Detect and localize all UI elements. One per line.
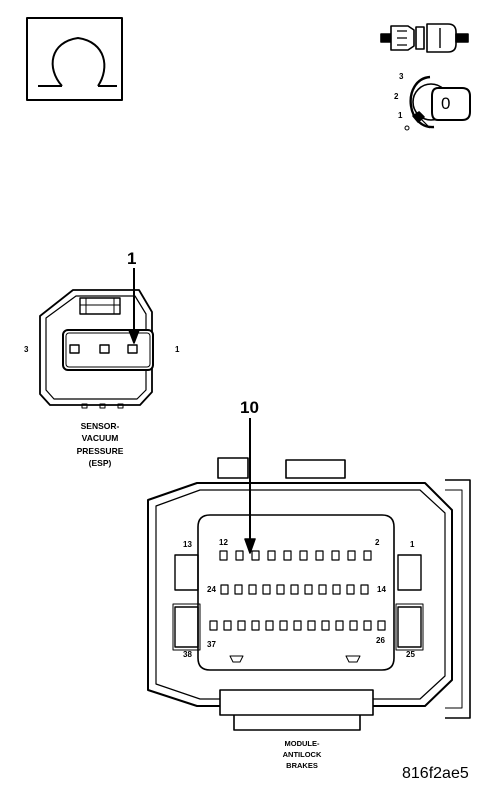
sensor-caption-line: (ESP) xyxy=(88,457,112,468)
sensor-caption: SENSOR- VACUUM PRESSURE (ESP) xyxy=(60,420,140,469)
abs-pin-2: 2 xyxy=(375,538,380,547)
ignition-position-2: 2 xyxy=(394,92,399,101)
abs-callout-arrow xyxy=(244,418,256,554)
abs-pin-row-top xyxy=(219,550,372,561)
ignition-position-3: 3 xyxy=(399,72,404,81)
sensor-caption-line: SENSOR- xyxy=(80,421,120,431)
abs-pin-38: 38 xyxy=(183,650,192,659)
ignition-key-icon xyxy=(404,75,471,131)
abs-pin-37: 37 xyxy=(207,640,216,649)
sensor-callout-arrow xyxy=(128,268,140,344)
abs-callout-number: 10 xyxy=(240,398,259,417)
ignition-position-1: 1 xyxy=(398,111,403,120)
abs-pin-row-bottom xyxy=(209,620,386,631)
ignition-key-position: 0 xyxy=(441,94,451,113)
sensor-pin-right: 1 xyxy=(175,345,180,354)
sensor-vacuum-pressure-connector xyxy=(39,289,154,409)
abs-pin-13: 13 xyxy=(183,540,192,549)
unplug-connector-icon xyxy=(380,23,469,53)
abs-caption-line: BRAKES xyxy=(286,760,318,770)
sensor-pin-left: 3 xyxy=(24,345,29,354)
abs-pin-row-middle xyxy=(220,584,369,595)
abs-pin-1: 1 xyxy=(410,540,415,549)
sensor-caption-line: PRESSURE xyxy=(76,445,124,456)
abs-pin-24: 24 xyxy=(207,585,216,594)
ohm-symbol-icon xyxy=(26,17,123,101)
abs-pin-25: 25 xyxy=(406,650,415,659)
abs-caption-line: ANTILOCK xyxy=(282,749,322,759)
figure-code: 816f2ae5 xyxy=(402,765,469,782)
abs-module-connector xyxy=(147,457,471,731)
abs-caption: MODULE- ANTILOCK BRAKES xyxy=(262,739,342,772)
abs-pin-26: 26 xyxy=(376,636,385,645)
sensor-callout-number: 1 xyxy=(127,249,137,268)
abs-pin-12: 12 xyxy=(219,538,228,547)
abs-caption-line: MODULE- xyxy=(284,739,320,748)
sensor-caption-line: VACUUM xyxy=(81,433,119,444)
abs-pin-14: 14 xyxy=(377,585,386,594)
